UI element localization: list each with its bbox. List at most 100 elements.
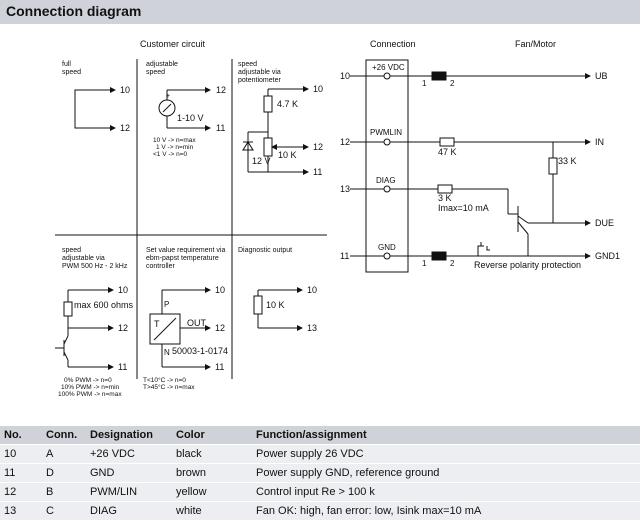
resistor-4-7k-label: 4.7 K xyxy=(277,99,298,109)
column-header: Designation xyxy=(86,426,172,445)
setvalue-note-2: T>45°C -> n=max xyxy=(143,383,195,391)
table-cell: 12 xyxy=(0,482,42,502)
pin-label: 12 xyxy=(120,123,130,133)
diagnostic-circuit xyxy=(253,287,303,331)
pin-label: 13 xyxy=(307,323,317,333)
column-header: Color xyxy=(172,426,252,445)
full-speed-label-1: full xyxy=(62,61,71,68)
controller-part-number: 50003-1-0174 xyxy=(172,346,228,356)
pin-label: 10 xyxy=(215,285,225,295)
pot-label-3: potentiometer xyxy=(238,77,281,84)
connector-plug-10-icon xyxy=(431,71,447,81)
adjustable-note-2: 1 V -> n=min xyxy=(156,144,194,151)
connection-diagram: Customer circuit Connection Fan/Motor fu… xyxy=(55,39,620,398)
table-cell: black xyxy=(172,444,252,464)
table-cell: C xyxy=(42,501,86,521)
table-row: 13 C DIAG white Fan OK: high, fan error:… xyxy=(0,501,640,521)
imax-label: Imax=10 mA xyxy=(438,203,489,213)
heading-connection: Connection xyxy=(370,39,416,49)
heading-customer-circuit: Customer circuit xyxy=(140,39,206,49)
pin-label: 10 xyxy=(307,285,317,295)
pin-assignment-table: No. Conn. Designation Color Function/ass… xyxy=(0,426,640,521)
output-ub-label: UB xyxy=(595,71,608,81)
pin-label: 10 xyxy=(313,84,323,94)
connector-pin-number: 10 xyxy=(340,71,350,81)
reverse-polarity-switch-icon xyxy=(477,242,490,256)
pin-label: 11 xyxy=(215,362,224,372)
page-title: Connection diagram xyxy=(6,3,142,19)
pwm-note-1: 0% PWM -> n=0 xyxy=(64,377,112,384)
full-speed-circuit xyxy=(74,87,116,131)
pin-10-terminal xyxy=(383,72,391,80)
temperature-controller-circuit xyxy=(149,287,211,370)
voltage-source-label: 1-10 V xyxy=(177,113,204,123)
table-cell: Fan OK: high, fan error: low, Isink max=… xyxy=(252,501,640,521)
table-cell: A xyxy=(42,444,86,464)
pwm-note-2: 10% PWM -> n=min xyxy=(61,384,120,391)
plug-pin-1: 1 xyxy=(422,259,427,268)
zener-label: 12 V xyxy=(252,156,271,166)
pwm-resistor-label: max 600 ohms xyxy=(74,300,134,310)
table-cell: +26 VDC xyxy=(86,444,172,464)
output-gnd1-label: GND1 xyxy=(595,251,620,261)
resistor-47k-label: 47 K xyxy=(438,147,457,157)
pin-label: 11 xyxy=(118,362,127,372)
table-cell: B xyxy=(42,482,86,502)
table-row: 11 D GND brown Power supply GND, referen… xyxy=(0,463,640,483)
connector-plug-11-icon xyxy=(431,251,447,261)
setvalue-label-2: ebm-papst temperature xyxy=(146,255,219,262)
potentiometer-circuit xyxy=(242,86,309,175)
connector-block xyxy=(365,59,409,273)
output-due-label: DUE xyxy=(595,218,614,228)
pwm-label-1: speed xyxy=(62,247,81,254)
setvalue-label-3: controller xyxy=(146,263,175,270)
plus-sign: + xyxy=(166,93,170,100)
column-header: Function/assignment xyxy=(252,426,640,445)
pin-13-terminal xyxy=(383,185,391,193)
title-bar: Connection diagram xyxy=(0,0,640,24)
connector-pin-number: 13 xyxy=(340,184,350,194)
controller-t-label: T xyxy=(154,319,160,329)
output-in-label: IN xyxy=(595,137,604,147)
pin-11-terminal xyxy=(383,252,391,260)
resistor-pwm-icon xyxy=(63,301,73,317)
table-cell: brown xyxy=(172,463,252,483)
pwm-note-3: 100% PWM -> n=max xyxy=(58,391,122,398)
pin11-designation: GND xyxy=(378,243,396,252)
table-cell: 13 xyxy=(0,501,42,521)
zener-diode-icon xyxy=(242,141,254,151)
table-cell: white xyxy=(172,501,252,521)
table-cell: 10 xyxy=(0,444,42,464)
pwm-label-3: PWM 500 Hz - 2 kHz xyxy=(62,263,128,270)
heading-fan-motor: Fan/Motor xyxy=(515,39,556,49)
column-header: Conn. xyxy=(42,426,86,445)
setvalue-note-1: T<10°C -> n=0 xyxy=(143,376,186,384)
diagnostic-label: Diagnostic output xyxy=(238,247,292,254)
controller-n-label: N xyxy=(164,348,170,357)
pin13-designation: DIAG xyxy=(376,176,396,185)
adjustable-label-2: speed xyxy=(146,69,165,76)
connector-pin-number: 12 xyxy=(340,137,350,147)
plug-pin-2: 2 xyxy=(450,79,455,88)
table-cell: D xyxy=(42,463,86,483)
pin-label: 11 xyxy=(216,123,225,133)
pot-label-1: speed xyxy=(238,61,257,68)
table-cell: DIAG xyxy=(86,501,172,521)
plug-pin-1: 1 xyxy=(422,79,427,88)
table-cell: 11 xyxy=(0,463,42,483)
voltage-source-circuit xyxy=(158,87,211,131)
pin-label: 12 xyxy=(215,323,225,333)
resistor-4-7k-icon xyxy=(263,95,273,113)
table-cell: Control input Re > 100 k xyxy=(252,482,640,502)
connector-pin-number: 11 xyxy=(340,251,349,261)
resistor-10k-label: 10 K xyxy=(278,150,297,160)
pin-label: 10 xyxy=(120,85,130,95)
pot-label-2: adjustable via xyxy=(238,69,281,76)
resistor-3k-label: 3 K xyxy=(438,193,452,203)
adjustable-note-3: <1 V -> n=0 xyxy=(153,151,188,158)
table-row: 12 B PWM/LIN yellow Control input Re > 1… xyxy=(0,482,640,502)
table-cell: Power supply 26 VDC xyxy=(252,444,640,464)
controller-out-label: OUT xyxy=(187,318,207,328)
resistor-diag-icon xyxy=(253,295,263,315)
adjustable-note-1: 10 V -> n=max xyxy=(153,137,196,144)
